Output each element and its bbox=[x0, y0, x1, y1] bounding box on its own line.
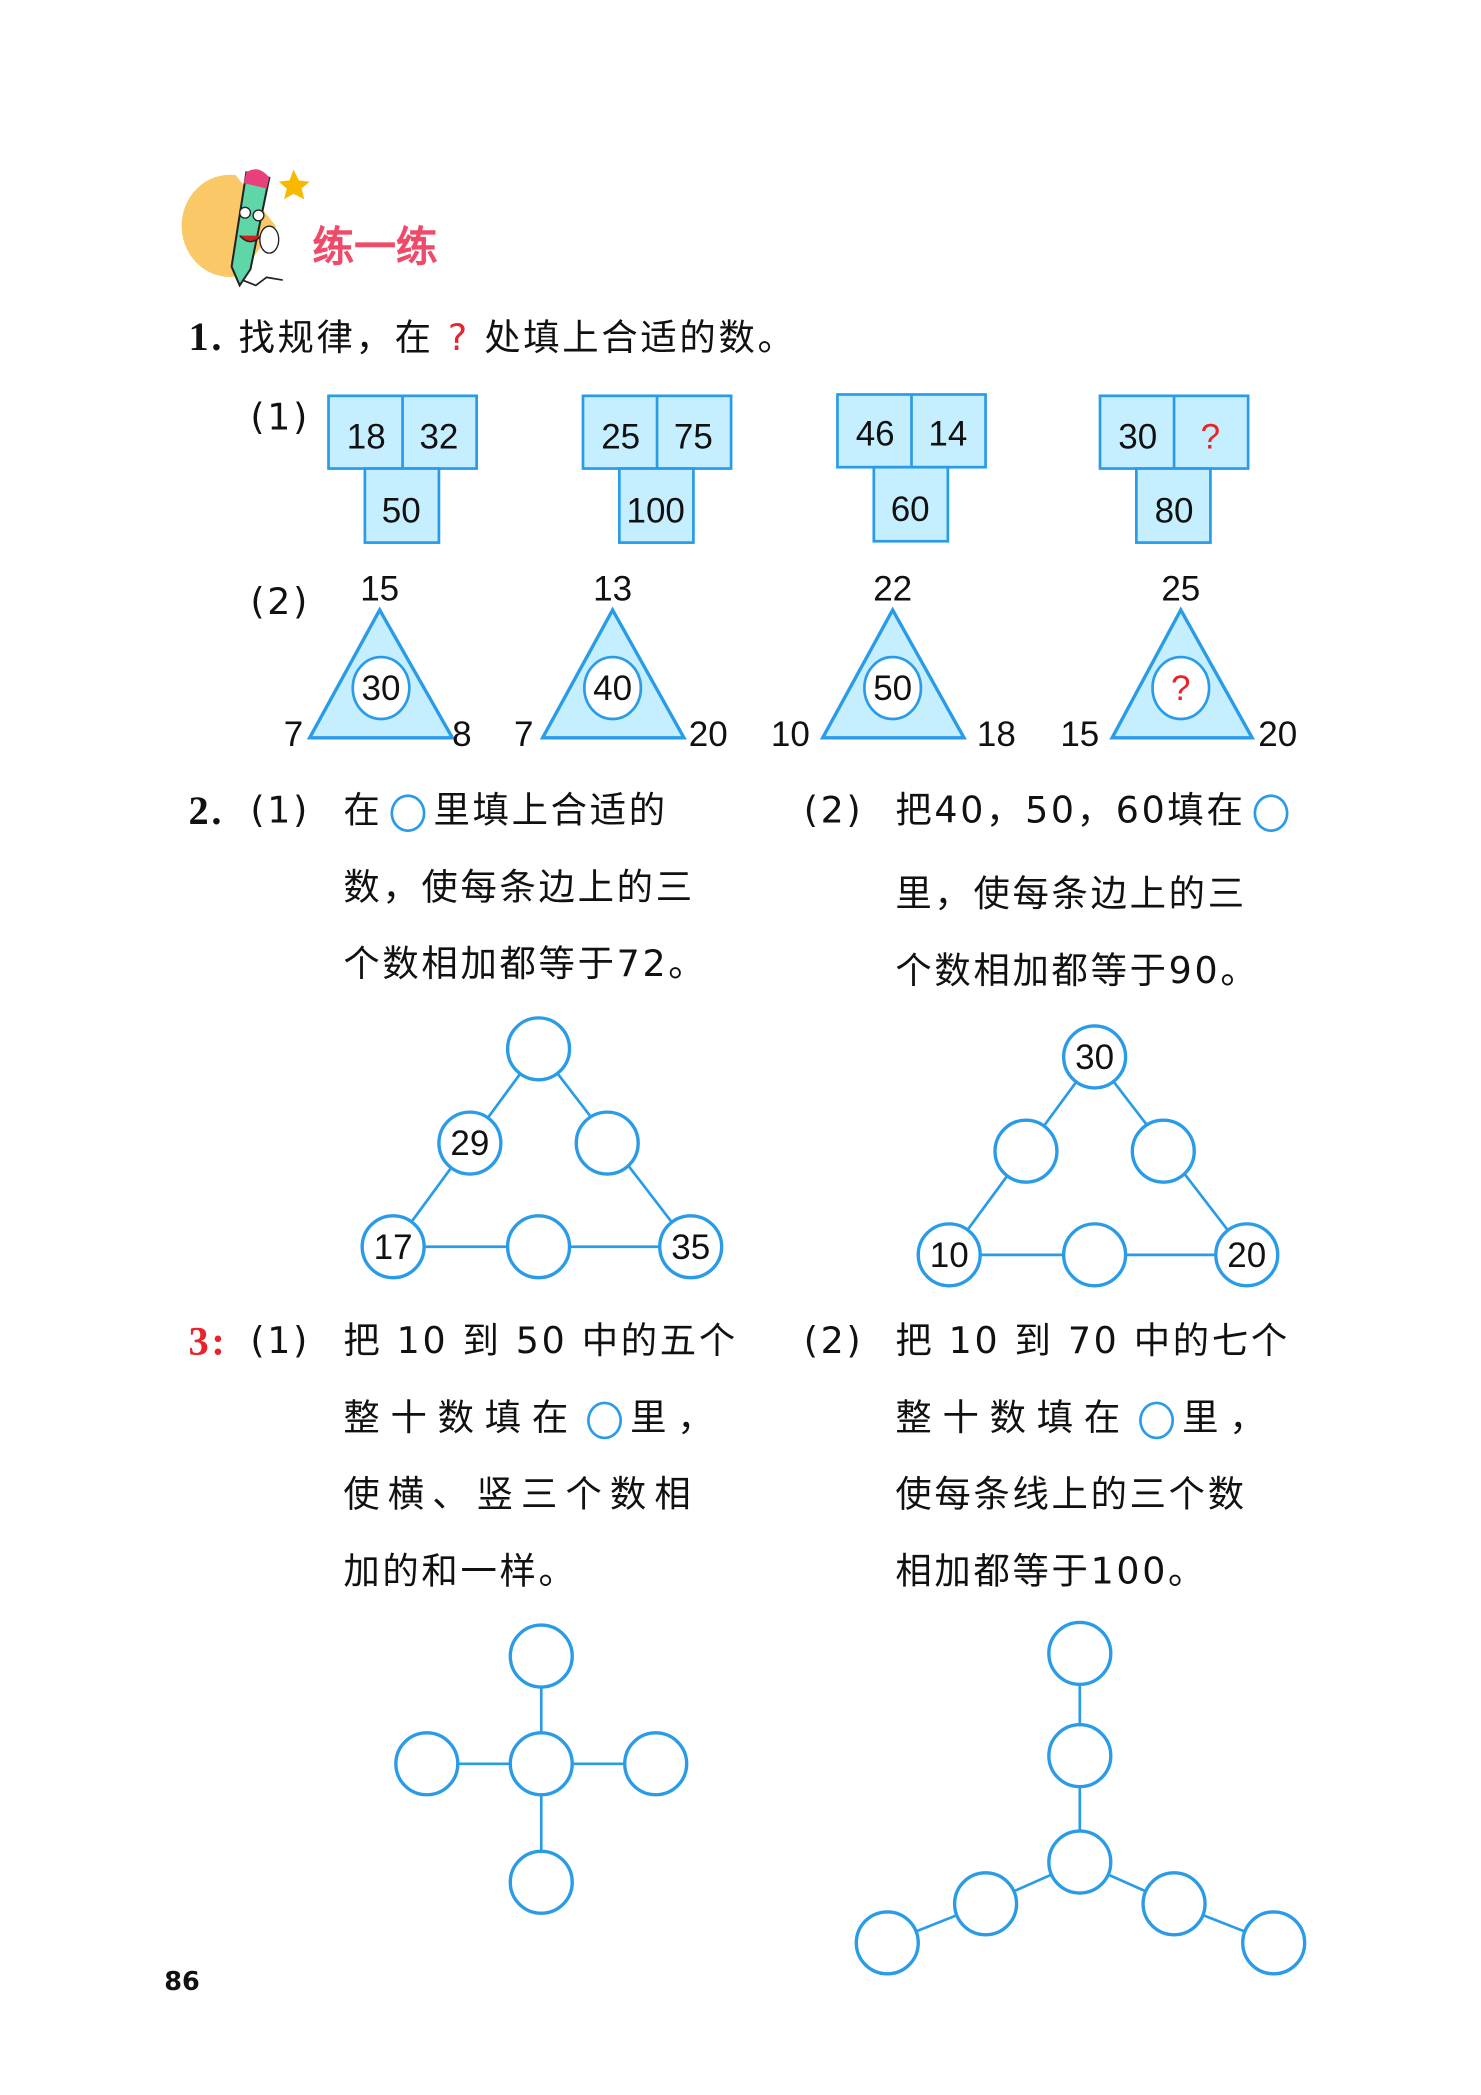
q3-circles bbox=[394, 1620, 1307, 1976]
box-puzzles bbox=[327, 393, 1250, 544]
triangle-left: 15 bbox=[1060, 715, 1099, 754]
text: 整十数填在 bbox=[343, 1397, 579, 1440]
box-question-mark: ? bbox=[1201, 417, 1220, 456]
box-value: 30 bbox=[1118, 417, 1157, 456]
question-mark-icon: ? bbox=[447, 317, 470, 360]
part-label: (1) bbox=[250, 397, 311, 439]
page-number: 86 bbox=[164, 1967, 200, 1997]
q3-p2-line3: 使每条线上的三个数 bbox=[895, 1474, 1247, 1517]
box-value: 32 bbox=[419, 417, 458, 456]
triangle-right: 20 bbox=[1258, 715, 1297, 754]
box-value: 18 bbox=[347, 417, 386, 456]
q2-circles bbox=[360, 1016, 1280, 1288]
q3-p1-line3: 使横、竖三个数相 bbox=[343, 1474, 699, 1517]
circle-icon bbox=[587, 1400, 623, 1439]
q2-p1-line3: 个数相加都等于72。 bbox=[343, 943, 708, 986]
text: 里， bbox=[1182, 1397, 1277, 1440]
part-label: (2) bbox=[250, 581, 311, 624]
text: 里， bbox=[630, 1397, 725, 1440]
triangle-right: 18 bbox=[977, 715, 1016, 754]
box-value: 100 bbox=[626, 491, 684, 530]
q2-p2-line2: 里，使每条边上的三 bbox=[895, 873, 1247, 916]
q2-p2-line3: 个数相加都等于90。 bbox=[895, 950, 1260, 993]
text: 整十数填在 bbox=[895, 1397, 1131, 1440]
circle-value: 10 bbox=[930, 1236, 969, 1275]
box-value: 60 bbox=[891, 490, 930, 529]
triangle-question-mark: ? bbox=[1171, 669, 1190, 708]
triangle-right: 20 bbox=[689, 715, 728, 754]
triangle-left: 10 bbox=[771, 715, 810, 754]
triangle-top: 22 bbox=[873, 569, 912, 608]
triangle-top: 13 bbox=[593, 569, 632, 608]
pencil-mascot-logo bbox=[181, 169, 310, 288]
box-value: 80 bbox=[1155, 491, 1194, 530]
q3-p2-line1: 把 10 到 70 中的七个 bbox=[895, 1320, 1290, 1363]
triangle-center: 40 bbox=[593, 669, 632, 708]
q2-p1-line1: 在 里填上合适的 bbox=[343, 790, 668, 833]
text: 把40，50，60填在 bbox=[895, 790, 1246, 833]
q3-p2-line4: 相加都等于100。 bbox=[895, 1551, 1208, 1593]
circle-value: 17 bbox=[374, 1228, 413, 1267]
question-number: 1. bbox=[188, 315, 225, 360]
box-value: 14 bbox=[928, 415, 967, 454]
question-text: 处填上合适的数。 bbox=[484, 317, 797, 360]
box-value: 46 bbox=[856, 415, 895, 454]
text: 里填上合适的 bbox=[433, 790, 668, 833]
triangle-center: 30 bbox=[362, 669, 401, 708]
circle-icon bbox=[1139, 1400, 1175, 1439]
box-puzzle-2 bbox=[581, 394, 733, 544]
triangle-left: 7 bbox=[514, 715, 533, 754]
q3-p1-line1: 把 10 到 50 中的五个 bbox=[343, 1320, 738, 1363]
question-number: 3: bbox=[188, 1319, 228, 1364]
q3-p1-line4: 加的和一样。 bbox=[343, 1551, 578, 1593]
text: 在 bbox=[343, 790, 383, 833]
triangle-top: 25 bbox=[1161, 569, 1200, 608]
circle-icon bbox=[1253, 793, 1289, 832]
triangle-left: 7 bbox=[284, 715, 303, 754]
triangle-right: 8 bbox=[452, 715, 471, 754]
box-puzzle-3 bbox=[836, 393, 987, 543]
part-label: (1) bbox=[250, 1320, 311, 1363]
circle-value: 30 bbox=[1075, 1038, 1114, 1077]
q2-p2-line1: 把40，50，60填在 bbox=[895, 790, 1296, 833]
box-puzzle-1 bbox=[327, 394, 478, 544]
box-puzzle-4 bbox=[1098, 394, 1250, 544]
box-value: 75 bbox=[674, 417, 713, 456]
q3-p1-line2: 整十数填在 里， bbox=[343, 1397, 725, 1440]
question-1: 1. 找规律，在 ? 处填上合适的数。 bbox=[188, 315, 797, 360]
circle-icon bbox=[390, 793, 426, 832]
circle-value: 29 bbox=[450, 1124, 489, 1163]
question-text: 找规律，在 bbox=[238, 317, 434, 360]
part-label: (2) bbox=[803, 1320, 864, 1363]
box-value: 25 bbox=[601, 417, 640, 456]
question-number: 2. bbox=[188, 788, 225, 834]
part-label: (1) bbox=[250, 790, 311, 833]
triangle-top: 15 bbox=[360, 569, 399, 608]
box-value: 50 bbox=[382, 491, 421, 530]
q3-p2-line2: 整十数填在 里， bbox=[895, 1397, 1277, 1440]
part-label: (2) bbox=[803, 790, 864, 833]
triangle-center: 50 bbox=[873, 669, 912, 708]
section-title: 练一练 bbox=[312, 223, 438, 272]
q2-p1-line2: 数，使每条边上的三 bbox=[343, 867, 695, 909]
circle-value: 20 bbox=[1227, 1236, 1266, 1275]
circle-value: 35 bbox=[671, 1228, 710, 1267]
